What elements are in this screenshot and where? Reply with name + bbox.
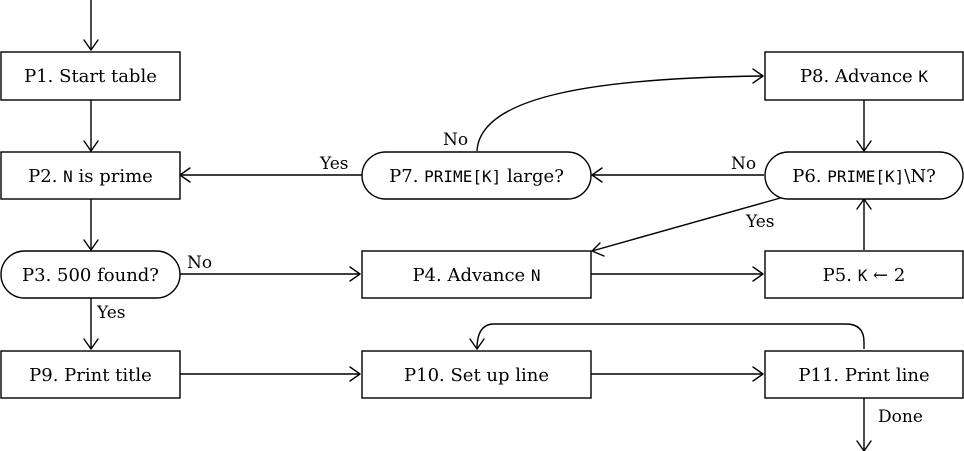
node-p4: P4. Advance N [361, 250, 592, 299]
edge-p4-p5 [591, 266, 764, 282]
edge-p6-p4 [591, 196, 785, 257]
node-p2: P2. N is prime [0, 151, 181, 200]
node-p8: P8. Advance K [764, 51, 964, 101]
node-p11-label: P11. Print line [798, 365, 929, 386]
edge-p11-done [856, 398, 872, 451]
node-p5-label: P5. K ← 2 [823, 265, 906, 286]
node-p6-label: P6. PRIME[K]\N? [792, 166, 936, 187]
node-p6: P6. PRIME[K]\N? [764, 151, 964, 200]
node-p3-label: P3. 500 found? [22, 265, 159, 286]
label-p6-yes: Yes [745, 212, 775, 232]
edge-p5-p6 [856, 198, 872, 250]
label-p3-no: No [187, 253, 212, 273]
label-p7-no: No [443, 130, 468, 150]
node-p5: P5. K ← 2 [764, 250, 964, 299]
node-p10-label: P10. Set up line [404, 365, 549, 386]
label-p6-no: No [731, 154, 756, 174]
edge-p7-p8 [476, 68, 764, 152]
node-p2-label: P2. N is prime [28, 166, 153, 187]
edge-p3-p9 [83, 298, 99, 350]
node-p9: P9. Print title [0, 350, 181, 399]
edge-p11-p10-loop [469, 323, 865, 350]
edge-p8-p6 [856, 100, 872, 152]
node-p7: P7. PRIME[K] large? [361, 151, 592, 200]
node-p9-label: P9. Print title [29, 365, 152, 386]
edge-entry-p1 [83, 0, 99, 51]
edge-p3-p4 [180, 266, 361, 282]
edge-p1-p2 [83, 100, 99, 152]
node-p1: P1. Start table [0, 51, 181, 101]
node-p7-label: P7. PRIME[K] large? [389, 166, 564, 187]
edge-p10-p11 [591, 366, 764, 382]
edge-p9-p10 [180, 366, 361, 382]
label-p7-yes: Yes [319, 154, 349, 174]
edge-p6-p7 [591, 167, 764, 183]
node-p10: P10. Set up line [361, 350, 592, 399]
node-p1-label: P1. Start table [24, 66, 157, 87]
node-p4-label: P4. Advance N [412, 265, 540, 286]
node-p11: P11. Print line [764, 350, 964, 399]
node-p8-label: P8. Advance K [800, 66, 928, 87]
edge-p2-p3 [83, 199, 99, 251]
node-p3: P3. 500 found? [0, 250, 181, 299]
label-p11-done: Done [878, 407, 923, 427]
label-p3-yes: Yes [96, 303, 126, 323]
